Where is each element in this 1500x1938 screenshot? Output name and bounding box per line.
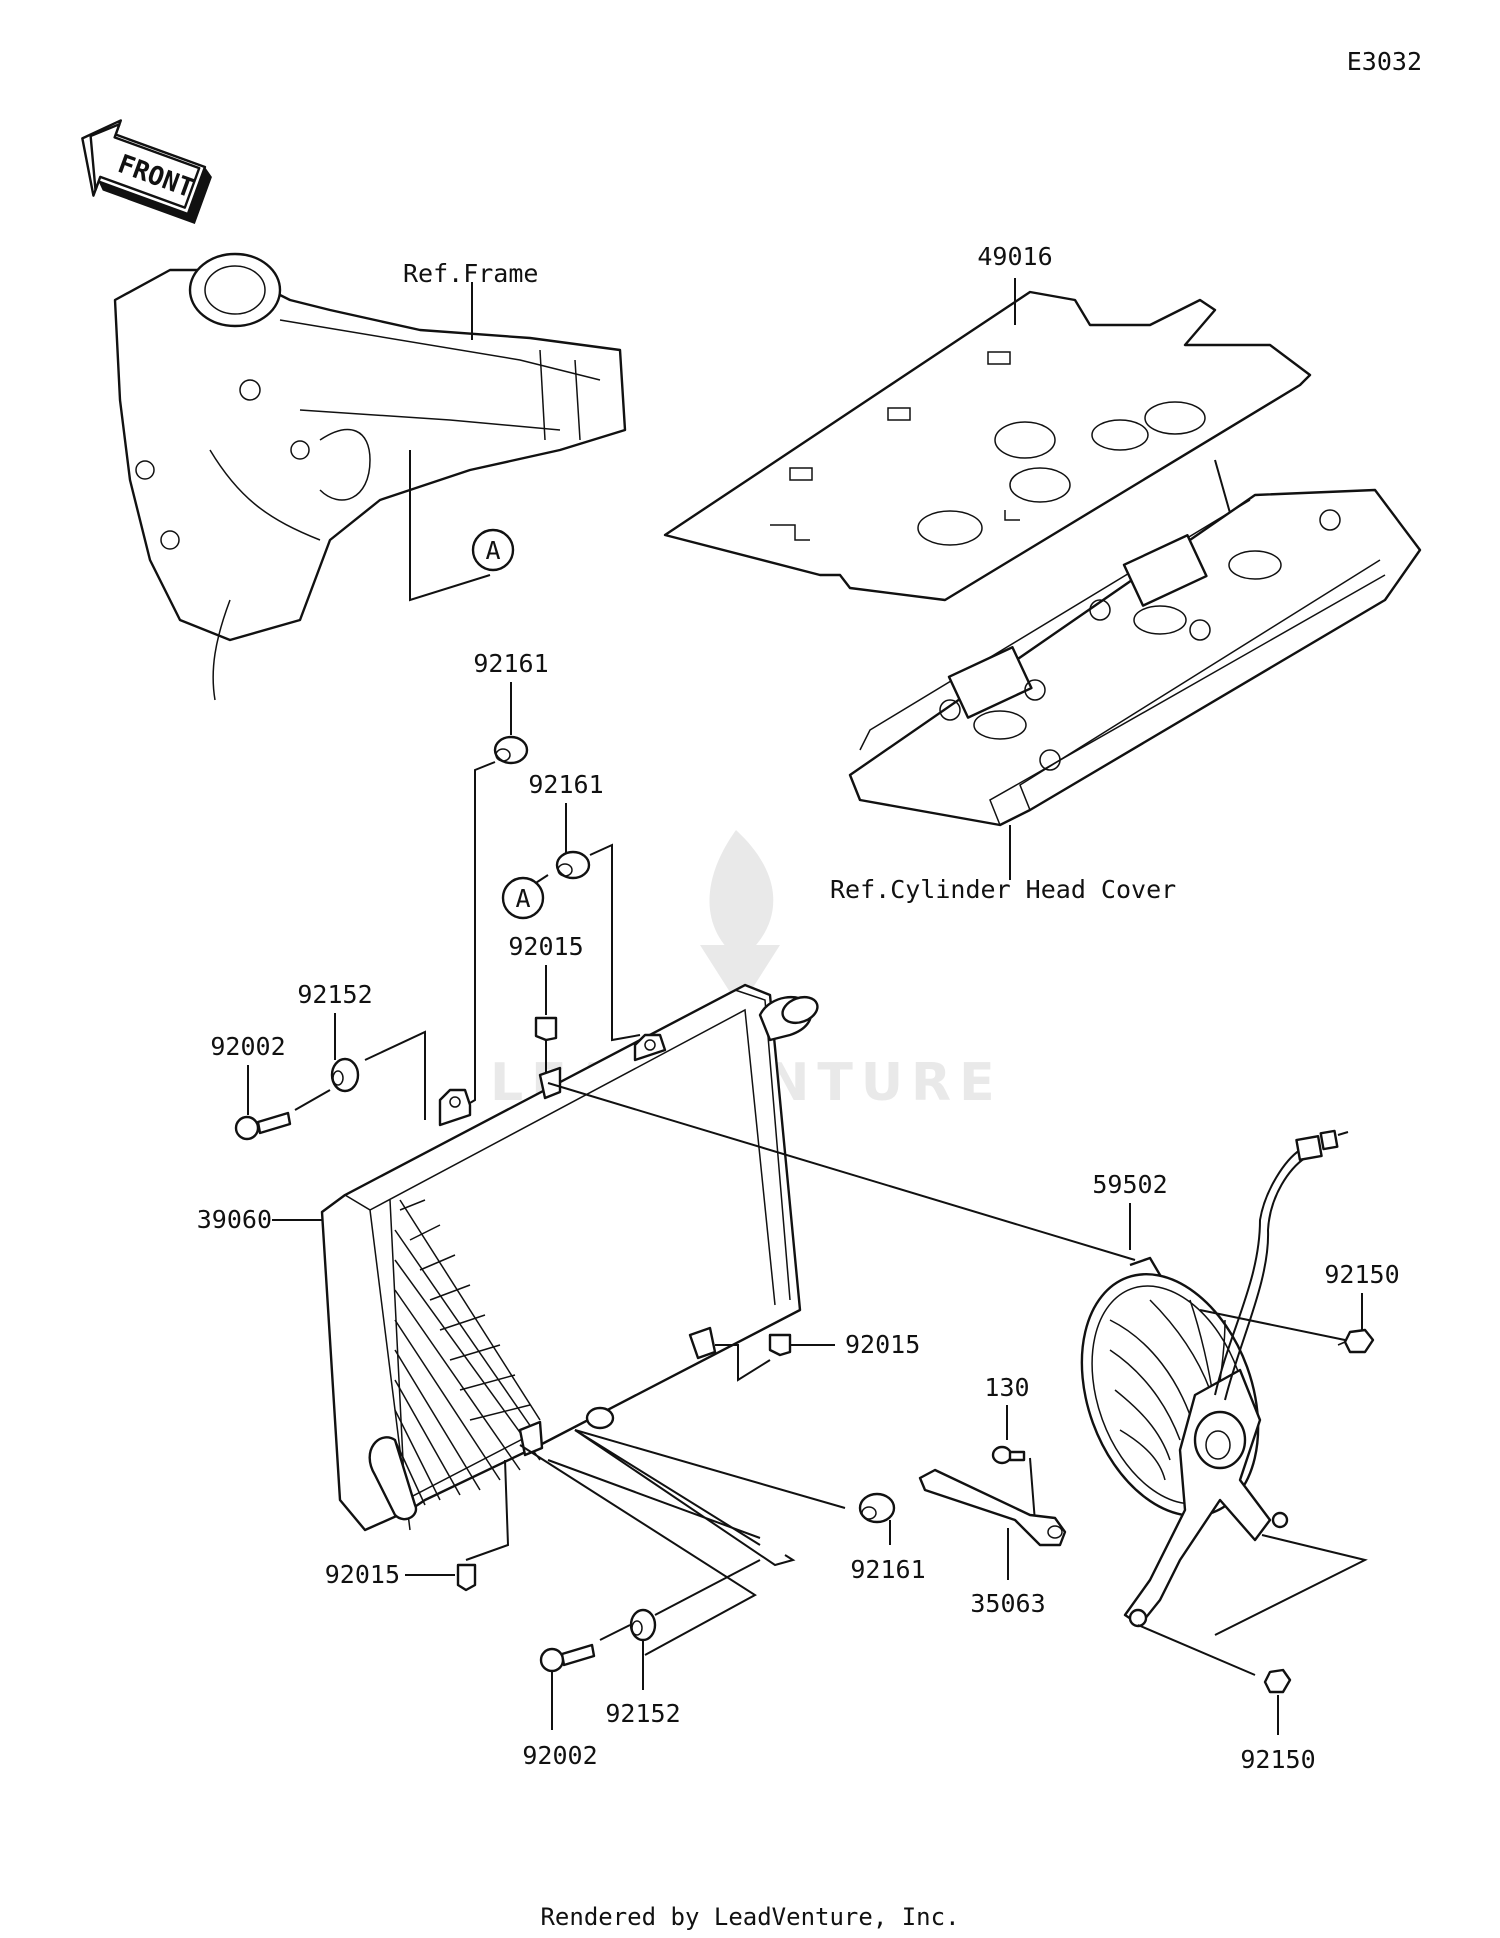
fan-bolt-top-part-number[interactable]: 92150 (1324, 1260, 1399, 1289)
gasket-part-number[interactable]: 49016 (977, 242, 1052, 271)
nut-top (534, 1016, 558, 1042)
bolt-top (234, 1111, 292, 1141)
reference-marker-a-top: A (471, 528, 515, 572)
fan-bolt-bottom (1263, 1668, 1292, 1694)
bolt-bottom (539, 1643, 596, 1673)
grommet-mid (555, 850, 591, 880)
gasket-drawing (663, 290, 1312, 602)
nut-top-part-number[interactable]: 92015 (508, 932, 583, 961)
ref-frame-label: Ref.Frame (403, 259, 538, 288)
nut-bottom (456, 1563, 477, 1592)
fan-bolt-top (1337, 1328, 1375, 1354)
grommet-top (493, 735, 529, 765)
collar-top-part-number[interactable]: 92152 (297, 980, 372, 1009)
collar-bottom (629, 1608, 657, 1642)
nut-right (768, 1333, 792, 1357)
ref-cylinder-head-cover-label: Ref.Cylinder Head Cover (830, 875, 1176, 904)
nut-right-part-number[interactable]: 92015 (845, 1330, 920, 1359)
collar-bottom-part-number[interactable]: 92152 (605, 1699, 680, 1728)
bolt-130-part-number[interactable]: 130 (984, 1373, 1029, 1402)
svg-text:A: A (485, 536, 500, 565)
svg-text:A: A (515, 884, 530, 913)
bolt-top-part-number[interactable]: 92002 (210, 1032, 285, 1061)
fan-part-number[interactable]: 59502 (1092, 1170, 1167, 1199)
frame-drawing (113, 252, 627, 701)
collar-top (330, 1057, 360, 1093)
bolt-bottom-part-number[interactable]: 92002 (522, 1741, 597, 1770)
radiator-part-number[interactable]: 39060 (197, 1205, 272, 1234)
footer-credit: Rendered by LeadVenture, Inc. (540, 1903, 959, 1931)
grommet-mid-part-number[interactable]: 92161 (528, 770, 603, 799)
cylinder-head-cover-drawing (848, 488, 1422, 827)
diagram-code: E3032 (1347, 47, 1422, 76)
radiator-core (394, 1199, 541, 1506)
front-arrow-icon: FRONT (81, 119, 212, 225)
radiator-drawing (320, 983, 819, 1532)
fan-bolt-bottom-part-number[interactable]: 92150 (1240, 1745, 1315, 1774)
bracket-drawing (918, 1468, 1067, 1547)
bracket-part-number[interactable]: 35063 (970, 1589, 1045, 1618)
bolt-130 (991, 1445, 1026, 1465)
grommet-top-part-number[interactable]: 92161 (473, 649, 548, 678)
grommet-bottom (858, 1492, 896, 1524)
grommet-bottom-part-number[interactable]: 92161 (850, 1555, 925, 1584)
nut-bottom-part-number[interactable]: 92015 (325, 1560, 400, 1589)
reference-marker-a-mid: A (501, 876, 545, 920)
fan-drawing (1080, 1129, 1349, 1628)
